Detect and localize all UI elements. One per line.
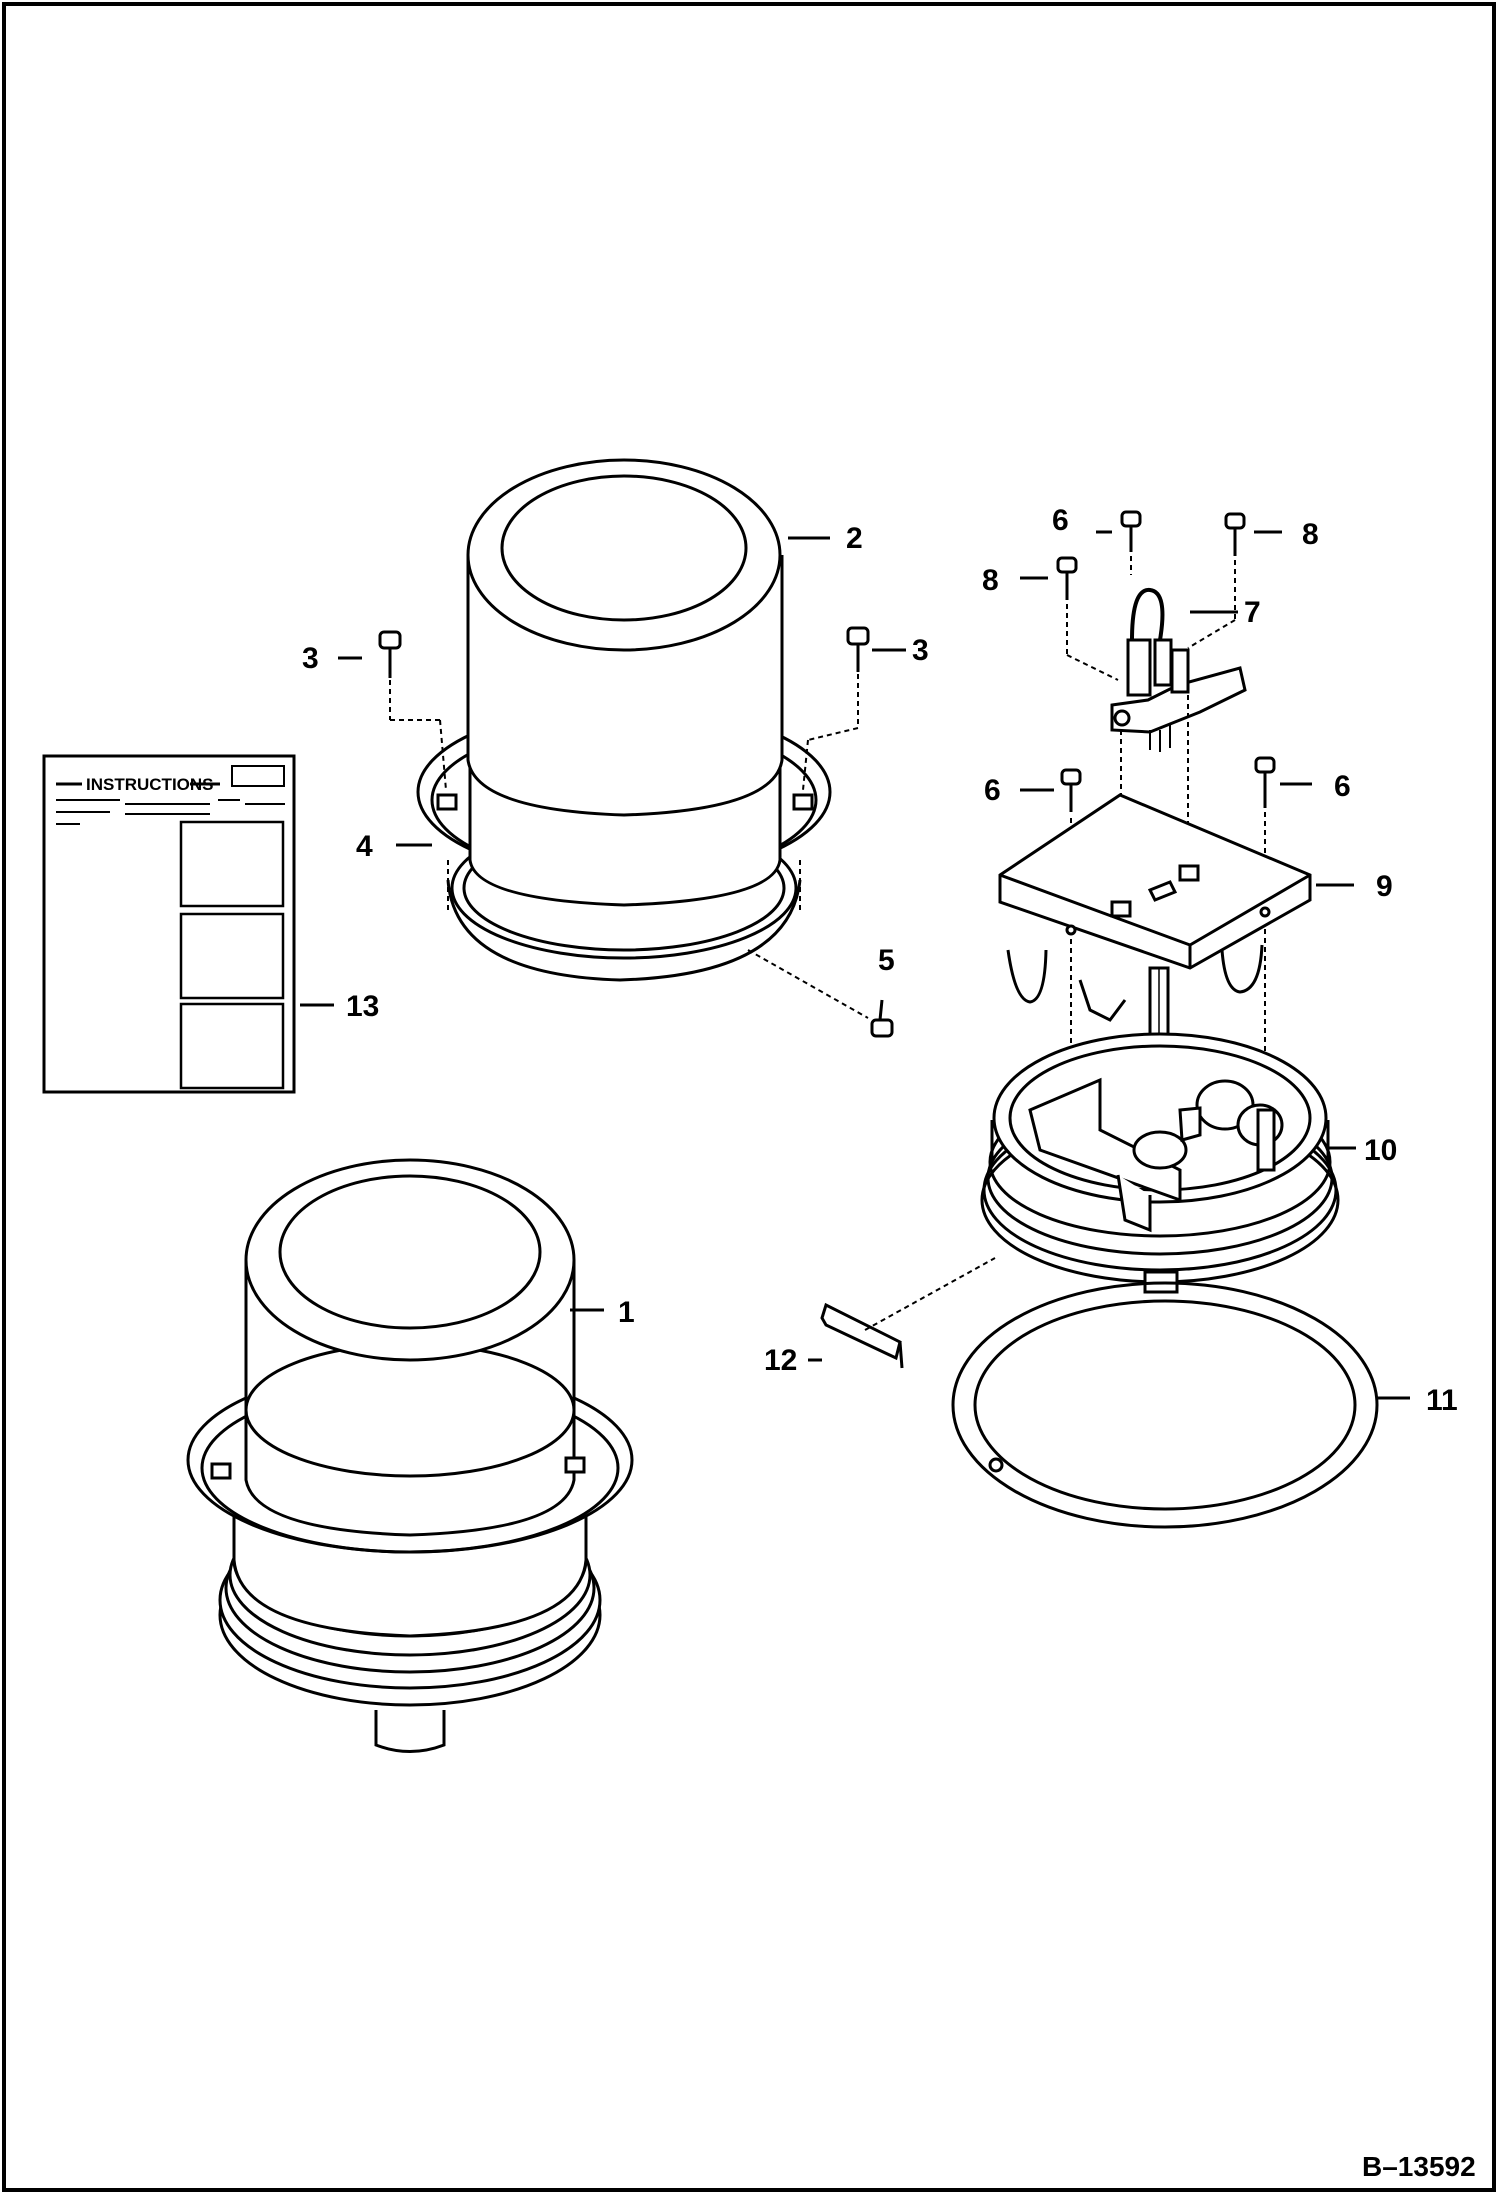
switch-bracket-7: [1110, 587, 1247, 752]
mounting-plate-9: [998, 793, 1312, 1022]
callout-12: 12: [764, 1344, 797, 1377]
decal-title: INSTRUCTIONS: [86, 775, 214, 794]
bolt-8-right: [1187, 512, 1246, 649]
callout-1: 1: [618, 1296, 635, 1329]
callout-5: 5: [878, 944, 895, 977]
bolt-6-top: [1120, 510, 1142, 575]
gasket-11: [951, 1281, 1379, 1529]
callout-6-top: 6: [1052, 504, 1069, 537]
bolt-3-right: [802, 626, 870, 791]
callout-10: 10: [1364, 1134, 1397, 1167]
leader-lines: [300, 530, 1410, 1400]
callout-8-right: 8: [1302, 518, 1319, 551]
callout-2: 2: [846, 522, 863, 555]
bolt-3-left: [378, 630, 447, 791]
callout-7: 7: [1244, 596, 1261, 629]
callout-11: 11: [1426, 1384, 1458, 1417]
callout-6-right: 6: [1334, 770, 1351, 803]
screw-5: [747, 949, 894, 1038]
callout-6-left: 6: [984, 774, 1001, 807]
callout-13: 13: [346, 990, 379, 1023]
callout-4: 4: [356, 830, 373, 863]
base-housing-10: [980, 1032, 1340, 1294]
callout-9: 9: [1376, 870, 1393, 903]
callout-3-left: 3: [302, 642, 319, 675]
callout-3-right: 3: [912, 634, 929, 667]
clip-12: [820, 1257, 996, 1369]
instruction-decal: INSTRUCTIONS: [42, 754, 296, 1094]
bolt-8-left: [1056, 556, 1119, 681]
callout-8-left: 8: [982, 564, 999, 597]
light-assembled: [186, 1158, 634, 1753]
figure-id: B–13592: [1362, 2151, 1476, 2182]
light-lens-assembly: [416, 458, 832, 982]
